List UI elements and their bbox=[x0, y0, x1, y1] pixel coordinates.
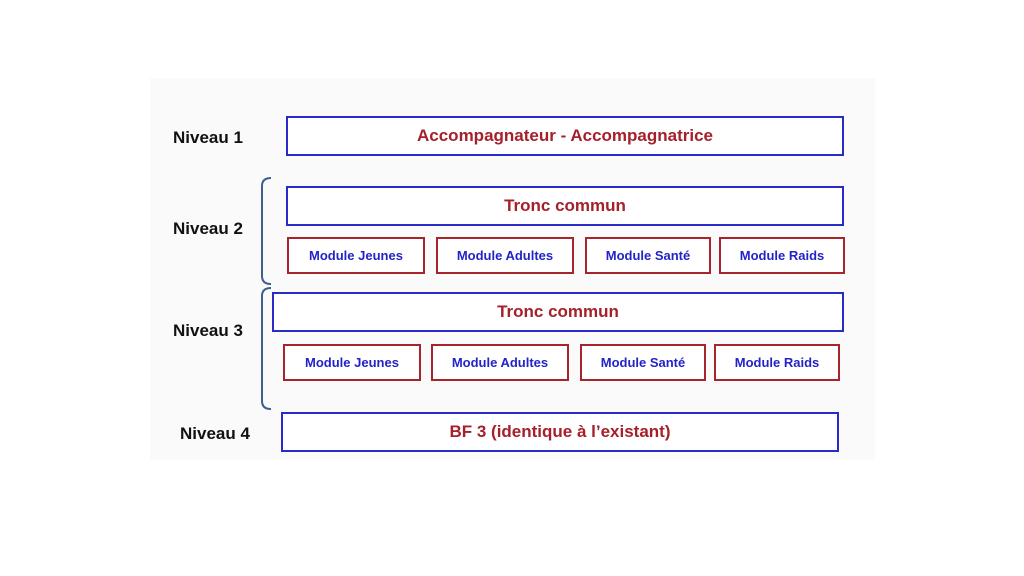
level-2-tronc-commun-bar: Tronc commun bbox=[286, 186, 844, 226]
level-3-bracket bbox=[261, 287, 272, 410]
level-3-label: Niveau 3 bbox=[173, 321, 243, 340]
level-2-bracket bbox=[261, 177, 272, 285]
level-4-bar: BF 3 (identique à l’existant) bbox=[281, 412, 839, 452]
level-3-module-sante: Module Santé bbox=[580, 344, 706, 381]
level-1-bar: Accompagnateur - Accompagnatrice bbox=[286, 116, 844, 156]
level-3-module-raids: Module Raids bbox=[714, 344, 840, 381]
level-2-label: Niveau 2 bbox=[173, 219, 243, 238]
level-2-module-jeunes: Module Jeunes bbox=[287, 237, 425, 274]
level-2-module-adultes: Module Adultes bbox=[436, 237, 574, 274]
level-3-module-jeunes: Module Jeunes bbox=[283, 344, 421, 381]
level-1-label: Niveau 1 bbox=[173, 128, 243, 147]
level-2-module-raids: Module Raids bbox=[719, 237, 845, 274]
level-3-tronc-commun-bar: Tronc commun bbox=[272, 292, 844, 332]
level-4-label: Niveau 4 bbox=[180, 424, 250, 443]
level-3-module-adultes: Module Adultes bbox=[431, 344, 569, 381]
level-2-module-sante: Module Santé bbox=[585, 237, 711, 274]
